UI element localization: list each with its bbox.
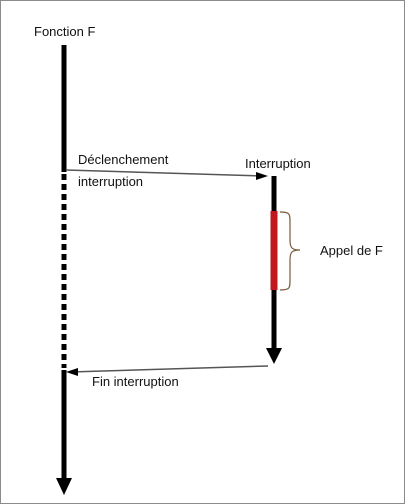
- trigger-arrowhead: [256, 172, 268, 180]
- function-label: Fonction F: [34, 24, 96, 39]
- trigger-label-line1: Déclenchement: [78, 152, 169, 167]
- interruption-label: Interruption: [245, 156, 311, 171]
- end-interruption-label: Fin interruption: [92, 374, 179, 389]
- trigger-arrow-line: [65, 169, 265, 177]
- end-arrowhead: [66, 368, 78, 376]
- end-arrow-line: [69, 365, 269, 373]
- call-brace: [279, 211, 301, 291]
- trigger-label-line2: interruption: [78, 174, 144, 189]
- interrupt-timeline-arrowhead: [266, 348, 282, 364]
- call-label: Appel de F: [320, 243, 383, 258]
- main-timeline-arrowhead: [56, 478, 72, 495]
